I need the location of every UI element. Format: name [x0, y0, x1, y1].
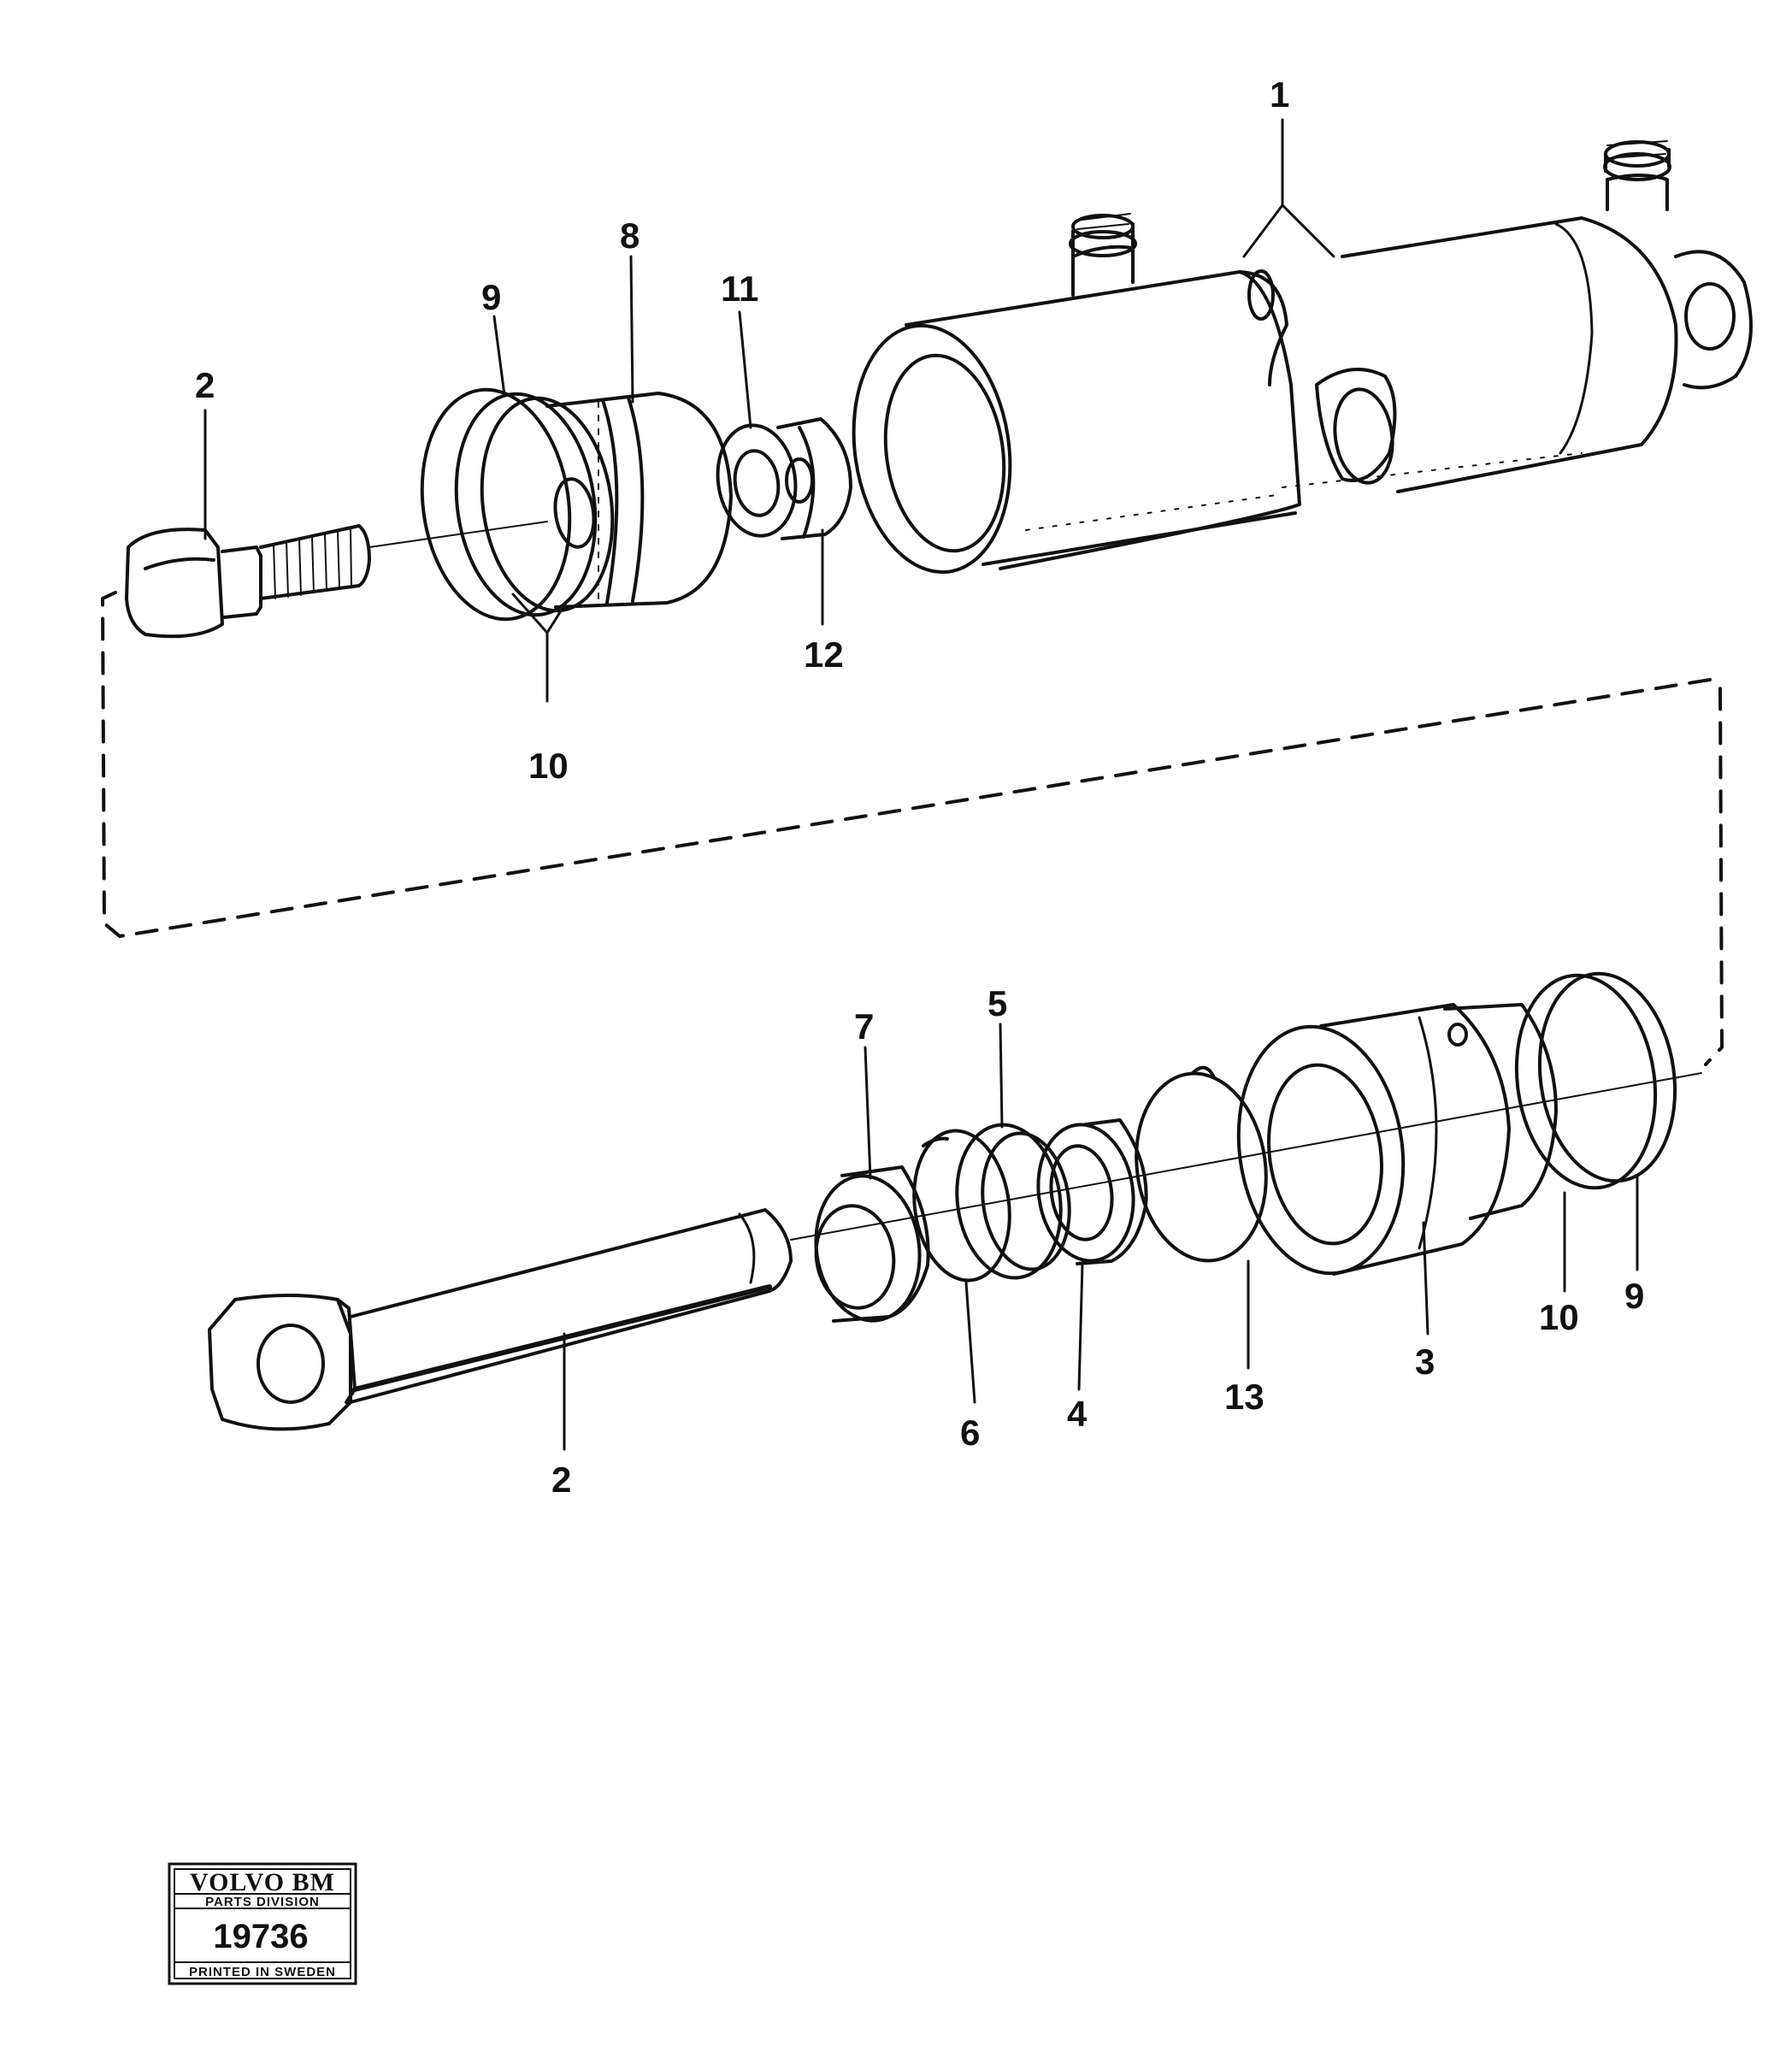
label-part-8: 8	[620, 215, 640, 256]
label-part-5: 5	[987, 983, 1007, 1023]
cylinder-head-3	[1236, 1003, 1558, 1276]
plate-part-number: 19736	[213, 1918, 308, 1955]
snap-ring-6	[912, 1129, 1011, 1283]
label-part-2-top: 2	[195, 365, 215, 405]
piston-rod-bottom	[208, 1208, 793, 1431]
parts-plate: VOLVO BM PARTS DIVISION 19736 PRINTED IN…	[168, 1862, 357, 1985]
retaining-ring-13	[1135, 1065, 1268, 1263]
cylinder-barrel	[852, 140, 1753, 575]
label-part-13: 13	[1224, 1377, 1264, 1417]
washer-and-nut-top	[716, 417, 852, 540]
label-part-1: 1	[1270, 74, 1289, 115]
label-part-12: 12	[804, 634, 844, 675]
plate-brand: VOLVO BM	[190, 1868, 335, 1896]
label-part-2-bottom: 2	[551, 1460, 571, 1500]
label-part-11: 11	[721, 268, 758, 309]
label-part-4: 4	[1067, 1394, 1088, 1434]
label-part-10-top: 10	[528, 746, 569, 786]
dashed-assembly-link	[101, 591, 1724, 1066]
label-part-6: 6	[960, 1412, 980, 1453]
piston-top	[420, 387, 733, 622]
seal-5	[955, 1123, 1071, 1280]
label-part-3: 3	[1415, 1342, 1435, 1382]
plate-printed: PRINTED IN SWEDEN	[189, 1965, 336, 1979]
piston-rod-end-top	[125, 524, 371, 639]
label-part-7: 7	[854, 1006, 874, 1047]
label-part-10-bottom: 10	[1539, 1297, 1579, 1337]
wiper-ring	[814, 1165, 930, 1323]
plate-division: PARTS DIVISION	[205, 1895, 320, 1909]
part-labels: 1 2 8 9 10 11 12 7 5 6 4 13 3 10 9 2	[195, 74, 1644, 1500]
leader-lines	[203, 118, 1639, 1451]
label-part-9-bottom: 9	[1624, 1276, 1644, 1316]
label-part-9-top: 9	[481, 277, 501, 317]
piston-rings-bottom	[1514, 971, 1677, 1190]
